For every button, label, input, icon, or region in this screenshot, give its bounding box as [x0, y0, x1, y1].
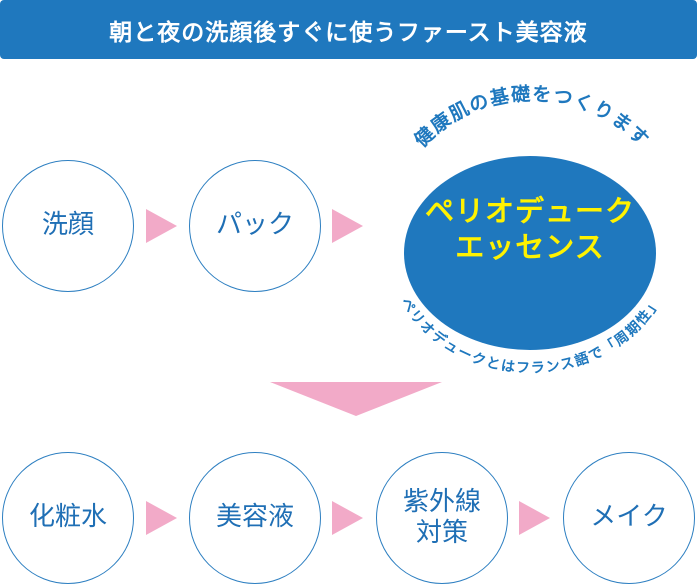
step-circle-uv-care: 紫外線 対策 — [376, 452, 508, 584]
header-banner: 朝と夜の洗顔後すぐに使うファースト美容液 — [0, 0, 697, 59]
featured-name-line1: ペリオデューク — [424, 194, 635, 228]
step-circle-serum: 美容液 — [189, 452, 321, 584]
arc-top-text: 健康肌の基礎をつくります — [410, 82, 653, 152]
arrow-down-icon — [270, 382, 442, 416]
step-label-lotion: 化粧水 — [28, 502, 107, 533]
step-label-pack: パック — [215, 210, 294, 241]
step-circle-makeup: メイク — [563, 452, 695, 584]
featured-product-name: ペリオデューク エッセンス — [404, 193, 656, 265]
featured-name-line2: エッセンス — [455, 230, 605, 264]
step-circle-lotion: 化粧水 — [2, 452, 134, 584]
arrow-right-icon — [519, 501, 550, 535]
arrow-right-icon — [332, 209, 363, 243]
step-label-wash: 洗顔 — [41, 210, 94, 241]
arrow-right-icon — [146, 501, 177, 535]
step-label-makeup: メイク — [590, 502, 668, 533]
arrow-right-icon — [332, 501, 363, 535]
svg-text:健康肌の基礎をつくります: 健康肌の基礎をつくります — [410, 82, 654, 152]
step-circle-wash: 洗顔 — [2, 160, 134, 292]
featured-product-circle — [404, 156, 656, 350]
banner-title: 朝と夜の洗顔後すぐに使うファースト美容液 — [109, 19, 588, 46]
step-circle-pack: パック — [189, 160, 321, 292]
arrow-right-icon — [146, 209, 177, 243]
step-label-uv-care: 紫外線 対策 — [402, 486, 481, 548]
step-label-serum: 美容液 — [215, 502, 294, 533]
